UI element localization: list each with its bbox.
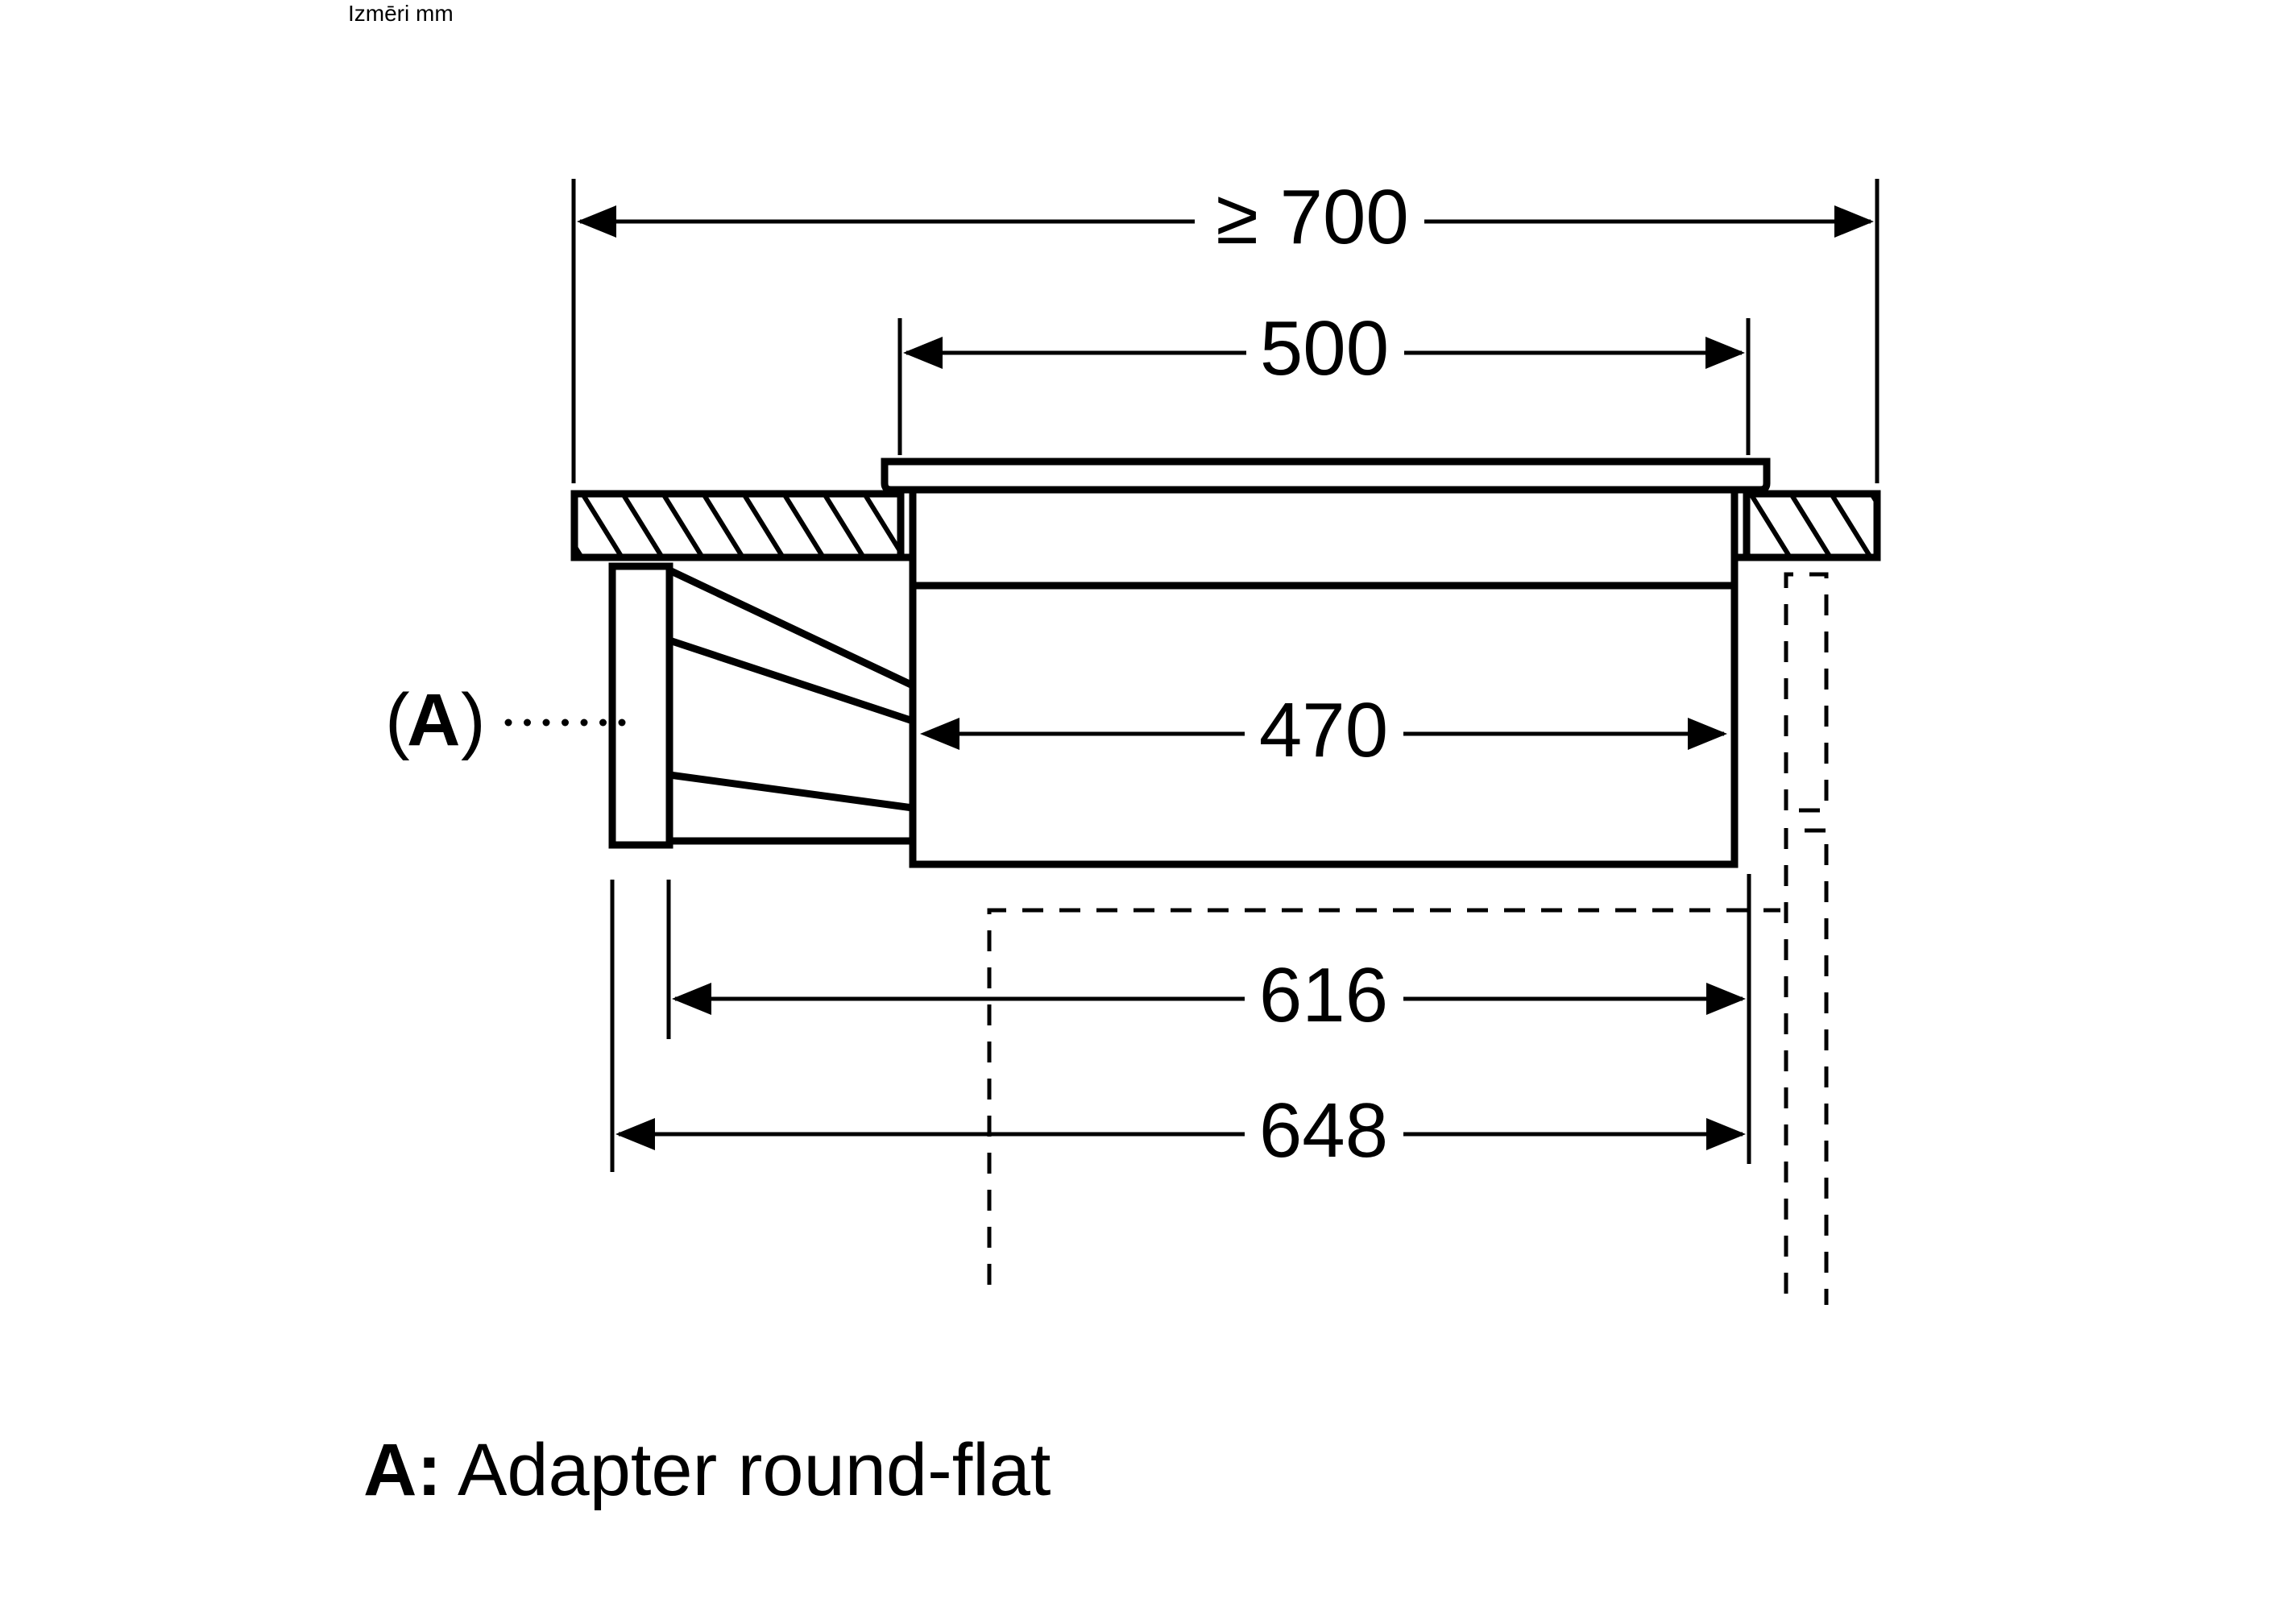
adapter-slant-line-1 — [668, 566, 914, 690]
appliance-body — [901, 490, 1747, 868]
hatch-line — [1830, 497, 1872, 554]
dimension-label-500: 500 — [1260, 305, 1389, 391]
dimension-overall-700: ≥ 700 — [571, 174, 1879, 483]
callout-close-paren: ) — [461, 679, 486, 761]
callout-letter-a: A — [407, 679, 460, 761]
hatch-line — [661, 497, 704, 554]
hatch-line — [742, 497, 785, 554]
adapter-callout: ( A ) — [385, 679, 626, 761]
hatch-line — [782, 497, 825, 554]
units-label: Izmēri mm — [348, 1, 454, 26]
appliance-body-outline — [909, 490, 1739, 868]
leader-dot — [524, 719, 531, 727]
dimension-cooktop-500: 500 — [897, 305, 1751, 455]
worktop-right-outline — [1743, 490, 1881, 561]
arrowhead-left-icon — [903, 337, 943, 369]
leader-dot — [562, 719, 569, 727]
worktop-right — [1743, 490, 1951, 561]
arrowhead-right-icon — [1688, 718, 1727, 750]
dimension-label-700: ≥ 700 — [1216, 174, 1409, 260]
cabinet-hidden-lines — [987, 572, 1829, 1305]
hatch-line — [702, 497, 744, 554]
leader-dot — [580, 719, 588, 727]
dimension-depth-648: 648 — [615, 1087, 1746, 1174]
cabinet-outline-dashed — [987, 908, 1780, 1285]
adapter-slant-line-3 — [669, 771, 914, 812]
arrowhead-left-icon — [577, 205, 616, 238]
arrowhead-left-icon — [615, 1118, 655, 1150]
hatch-line — [1750, 497, 1792, 554]
leader-dot — [599, 719, 607, 727]
hatch-line — [621, 497, 664, 554]
arrowhead-right-icon — [1834, 205, 1874, 238]
arrowhead-right-icon — [1705, 337, 1745, 369]
worktop-left-outline — [570, 490, 905, 561]
adapter-slant-line-2 — [668, 636, 914, 725]
adapter-flange — [608, 562, 673, 849]
hatch-line — [1789, 497, 1832, 554]
legend: A: Adapter round-flat — [363, 1429, 1051, 1511]
legend-description: Adapter round-flat — [458, 1429, 1051, 1511]
hatch-line — [581, 497, 624, 554]
arrowhead-left-icon — [672, 983, 711, 1015]
dimension-label-648: 648 — [1259, 1087, 1388, 1174]
arrowhead-left-icon — [920, 718, 959, 750]
worktop-left-hatching — [578, 497, 897, 554]
hatch-line — [1912, 494, 1951, 557]
arrowhead-right-icon — [1706, 1118, 1746, 1150]
dimension-depth-616: 616 — [672, 952, 1746, 1038]
hatch-line — [863, 497, 897, 552]
cabinet-side-upper-dashed — [1784, 572, 1829, 813]
adapter-round-flat — [608, 562, 914, 849]
dimension-label-470: 470 — [1259, 687, 1388, 773]
leader-dot — [542, 719, 550, 727]
dimension-label-616: 616 — [1259, 952, 1388, 1038]
worktop-left — [570, 490, 905, 561]
dimension-unit-470: 470 — [920, 687, 1727, 773]
cooktop-glass-plate — [881, 458, 1771, 494]
leader-dot — [618, 719, 626, 727]
arrowhead-right-icon — [1706, 983, 1746, 1015]
leader-dot — [504, 719, 512, 727]
callout-open-paren: ( — [385, 679, 410, 761]
callout-leader-dots — [504, 719, 626, 727]
hatch-line — [823, 497, 865, 554]
legend-key: A: — [363, 1429, 441, 1511]
worktop-right-hatching — [1750, 494, 1951, 557]
